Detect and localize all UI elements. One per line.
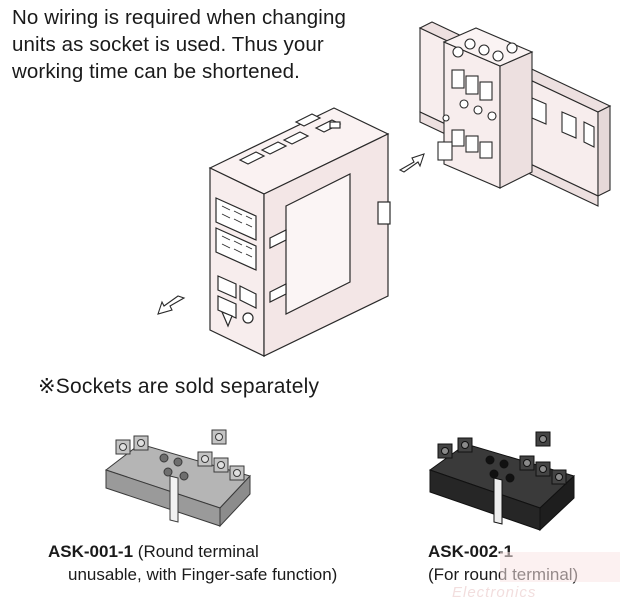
intro-text: No wiring is required when changing unit…	[12, 4, 412, 85]
model-name: ASK-001-1	[48, 542, 134, 561]
arrow-up-right-icon	[398, 153, 425, 173]
controller-unit-illustration	[208, 107, 391, 357]
caption-line-1: ASK-002-1	[428, 540, 578, 563]
socket-gray-illustration	[104, 429, 251, 528]
intro-line-2: units as socket is used. Thus your	[12, 33, 324, 56]
arrow-down-left-icon	[157, 295, 186, 315]
model-desc: (Round terminal	[137, 542, 259, 561]
socket-caption-ask-001-1: ASK-001-1 (Round terminal unusable, with…	[48, 540, 337, 586]
intro-line-1: No wiring is required when changing	[12, 6, 346, 29]
din-rail-socket-illustration	[418, 21, 612, 207]
socket-black-illustration	[428, 431, 575, 532]
caption-line-2: unusable, with Finger-safe function)	[68, 565, 338, 584]
model-name: ASK-002-1	[428, 542, 514, 561]
sockets-note: ※Sockets are sold separately	[38, 375, 320, 398]
watermark-bar	[500, 552, 620, 582]
intro-line-3: working time can be shortened.	[12, 60, 300, 83]
watermark-text: Electronics	[452, 584, 537, 601]
display-segments	[221, 205, 253, 258]
caption-line-1: ASK-001-1 (Round terminal	[48, 540, 337, 563]
